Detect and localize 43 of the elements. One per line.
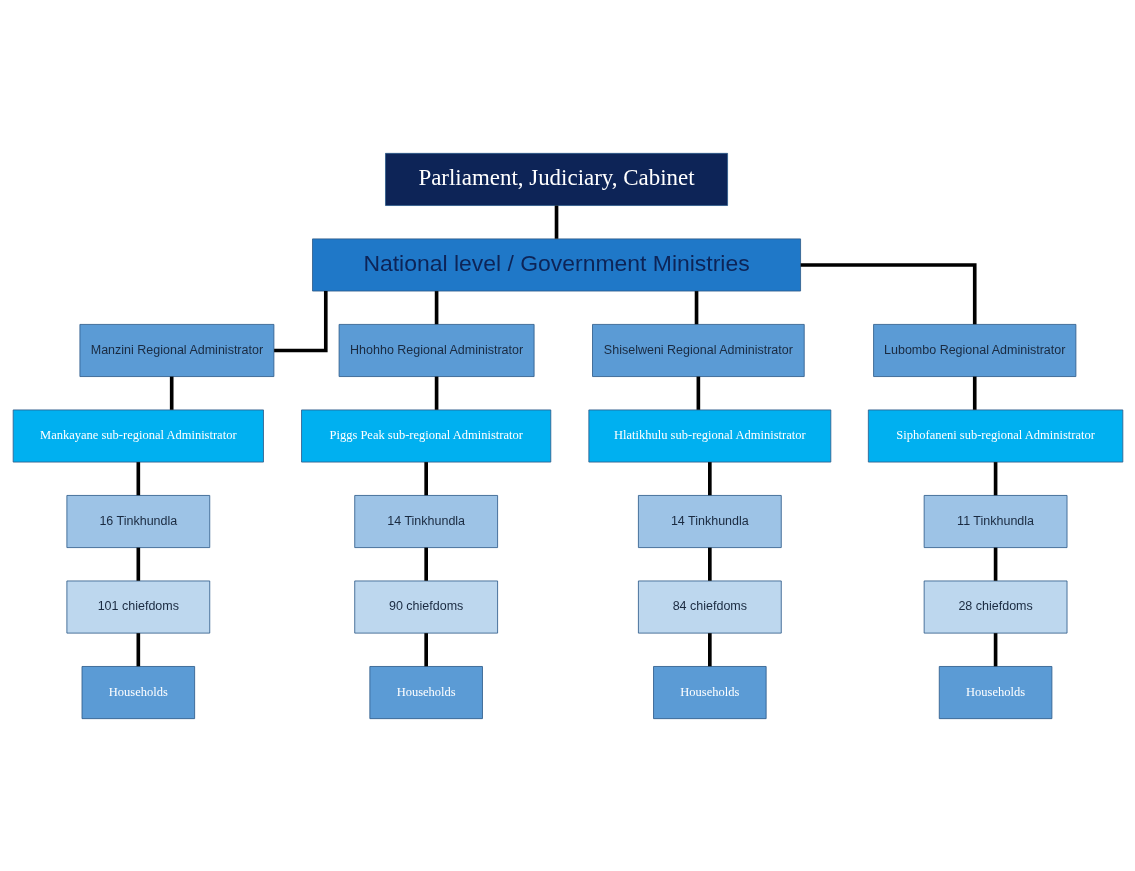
node-box: National level / Government Ministries xyxy=(311,237,801,291)
connector xyxy=(423,632,428,666)
node-box: 16 Tinkhundla xyxy=(65,494,210,548)
connector xyxy=(694,290,698,324)
connector xyxy=(972,376,977,410)
connector xyxy=(273,290,328,352)
connector xyxy=(423,461,428,495)
node-box: 11 Tinkhundla xyxy=(923,494,1067,548)
node-box: Hhohho Regional Administrator xyxy=(338,323,535,377)
node-box: 84 chiefdoms xyxy=(637,580,782,634)
node-box: Households xyxy=(652,665,767,719)
connector xyxy=(554,205,558,239)
node-box: Siphofaneni sub-regional Administrator xyxy=(867,409,1123,462)
connector xyxy=(707,632,712,666)
node-box: 14 Tinkhundla xyxy=(637,494,782,548)
node-box: 28 chiefdoms xyxy=(923,580,1067,634)
node-box: Households xyxy=(368,665,483,719)
node-box: Lubombo Regional Administrator xyxy=(872,323,1076,377)
connector xyxy=(707,461,712,495)
connector xyxy=(169,376,173,410)
node-box: Parliament, Judiciary, Cabinet xyxy=(384,152,728,206)
node-box: 90 chiefdoms xyxy=(353,580,498,634)
connector xyxy=(136,547,140,581)
node-box: Households xyxy=(81,665,195,719)
connector xyxy=(136,632,140,666)
connector xyxy=(434,376,438,410)
connector xyxy=(434,290,438,324)
node-box: Piggs Peak sub-regional Administrator xyxy=(300,409,551,462)
node-box: Households xyxy=(938,665,1052,719)
node-box: 14 Tinkhundla xyxy=(353,494,498,548)
connector xyxy=(993,632,997,666)
connector xyxy=(136,461,140,495)
node-box: Manzini Regional Administrator xyxy=(79,323,274,377)
node-box: Shiselweni Regional Administrator xyxy=(591,323,805,377)
connector xyxy=(993,547,997,581)
connector xyxy=(707,547,712,581)
node-box: 101 chiefdoms xyxy=(65,580,210,634)
connector xyxy=(800,262,977,324)
connector xyxy=(696,376,700,410)
node-box: Mankayane sub-regional Administrator xyxy=(12,409,264,462)
connector xyxy=(423,547,428,581)
connector xyxy=(993,461,997,495)
node-box: Hlatikhulu sub-regional Administrator xyxy=(587,409,831,462)
